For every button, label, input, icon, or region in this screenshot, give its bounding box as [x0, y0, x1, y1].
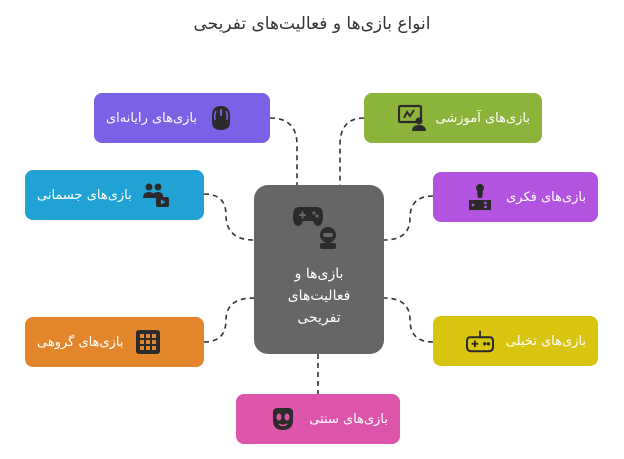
connector-educational [339, 117, 365, 185]
node-imaginative-games: بازی‌های تخیلی [433, 316, 598, 366]
connector-computer [269, 117, 298, 185]
people-play-icon [142, 181, 170, 209]
node-group-games: بازی‌های گروهی [25, 317, 204, 367]
node-group-label: بازی‌های گروهی [37, 334, 124, 350]
node-computer-games: بازی‌های رایانه‌ای [94, 93, 270, 143]
connector-group [203, 297, 255, 343]
gamepad-icon [465, 327, 494, 355]
center-label: بازی‌ها و فعالیت‌های تفریحی [254, 263, 384, 329]
connector-imaginative [383, 297, 434, 343]
center-line-1: بازی‌ها و [294, 266, 344, 282]
node-physical-games: بازی‌های جسمانی [25, 170, 204, 220]
node-traditional-games: بازی‌های سنتی [236, 394, 400, 444]
connector-mental [383, 195, 434, 241]
controller-icon [293, 207, 323, 226]
node-computer-label: بازی‌های رایانه‌ای [106, 110, 197, 126]
chess-icon [466, 183, 494, 211]
mask-icon [269, 405, 297, 433]
node-mental-games: بازی‌های فکری [433, 172, 598, 222]
connector-physical [203, 193, 255, 241]
node-traditional-label: بازی‌های سنتی [309, 411, 388, 427]
center-line-3: تفریحی [297, 310, 341, 326]
center-line-2: فعالیت‌های [287, 288, 351, 304]
teacher-board-icon [397, 104, 426, 132]
node-educational-label: بازی‌های آموزشی [435, 110, 530, 126]
node-mental-label: بازی‌های فکری [506, 189, 586, 205]
center-node: بازی‌ها و فعالیت‌های تفریحی [254, 185, 384, 354]
mouse-icon [207, 104, 235, 132]
diagram-title: انواع بازی‌ها و فعالیت‌های تفریحی [193, 14, 431, 34]
grid-icon [134, 328, 162, 356]
face-icon [320, 227, 336, 249]
node-educational-games: بازی‌های آموزشی [364, 93, 542, 143]
node-imaginative-label: بازی‌های تخیلی [505, 333, 586, 349]
node-physical-label: بازی‌های جسمانی [37, 187, 132, 203]
